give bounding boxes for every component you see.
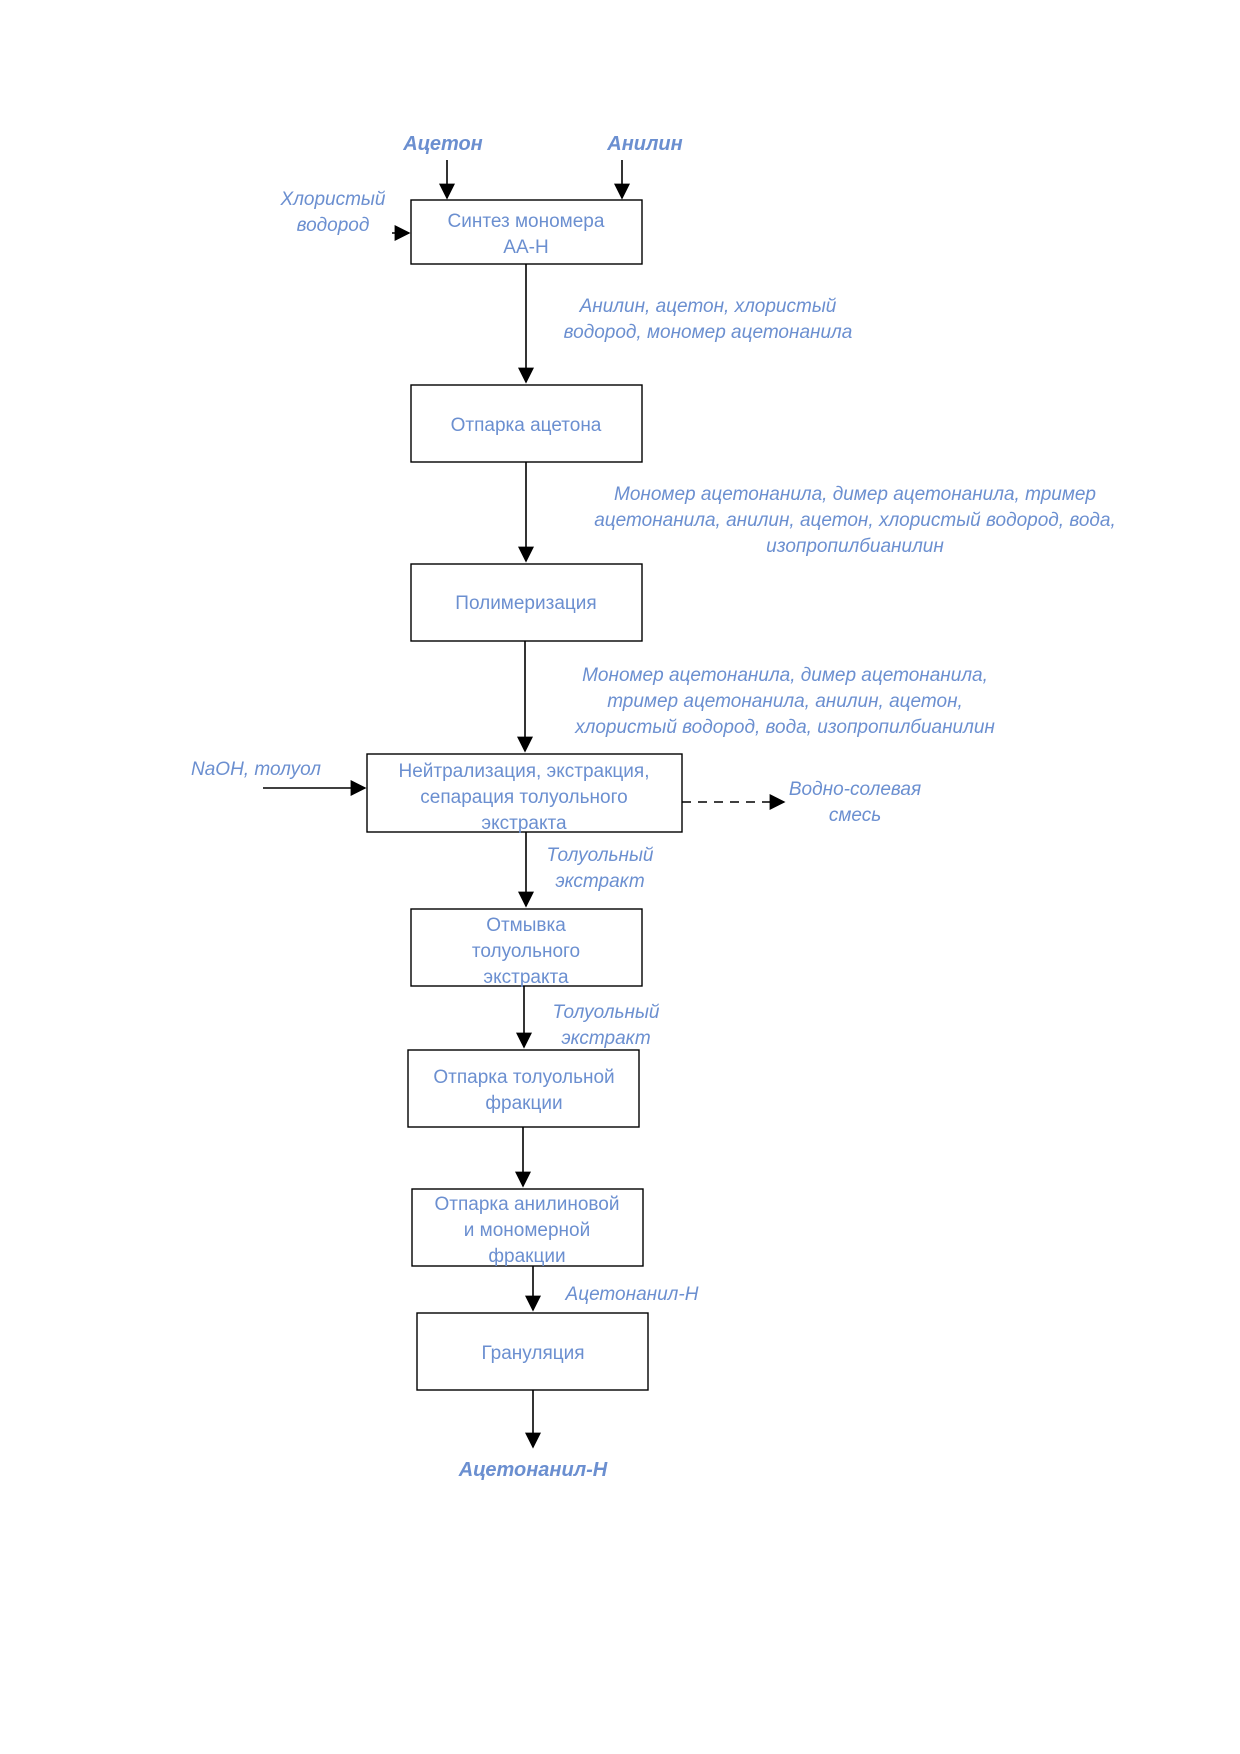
step-toluene-stripping-box (407, 1049, 640, 1128)
text-line: Ацетонанил-Н (458, 1459, 608, 1481)
text-line: экстракт (555, 871, 644, 892)
text-line: Нейтрализация, экстракция, (399, 761, 650, 782)
text-line: экстракта (481, 813, 567, 834)
text-line: NaOH, толуол (191, 759, 321, 780)
text-line: изопропилбианилин (766, 536, 944, 557)
text-line: водород, мономер ацетонанила (564, 322, 853, 343)
text-line: толуольного (472, 941, 580, 962)
flow-after-synthesis-label: Анилин, ацетон, хлористый водород, мономе… (564, 296, 853, 343)
flow-after-stripping-label: Мономер ацетонанила, димер ацетонанила, … (594, 484, 1116, 557)
text-line: Ацетонанил-Н (565, 1284, 699, 1305)
flow-after-aniline-stripping-label: Ацетонанил-Н (565, 1284, 699, 1305)
text-line: АА-Н (503, 237, 548, 258)
text-line: Толуольный (547, 845, 654, 866)
input-acetone-label: Ацетон (402, 133, 483, 155)
text-line: экстракта (483, 967, 569, 988)
text-line: тример ацетонанила, анилин, ацетон, (607, 691, 963, 712)
text-line: Отпарка толуольной (433, 1067, 614, 1088)
text-line: Анилин (606, 133, 682, 155)
step-granulation-box (416, 1312, 649, 1391)
text-line: фракции (485, 1093, 562, 1114)
text-line: Полимеризация (455, 593, 596, 614)
input-hydrogen-chloride-label: Хлористый водород (280, 189, 386, 236)
text-line: Грануляция (481, 1343, 584, 1364)
output-salt-water-label: Водно-солевая смесь (789, 779, 921, 826)
step-acetone-stripping-label: Отпарка ацетона (451, 415, 602, 436)
text-line: и мономерной (464, 1220, 590, 1241)
output-product-label: Ацетонанил-Н (458, 1459, 608, 1481)
input-naoh-toluene-label: NaOH, толуол (191, 759, 321, 780)
flow-after-polymerization-label: Мономер ацетонанила, димер ацетонанила, т… (574, 665, 995, 738)
step-polymerization-label: Полимеризация (455, 593, 596, 614)
step-polymerization-box (410, 563, 643, 642)
text-line: Водно-солевая (789, 779, 921, 800)
text-line: Отпарка ацетона (451, 415, 602, 436)
step-aniline-stripping-label: Отпарка анилиновой и мономерной фракции (435, 1194, 620, 1267)
text-line: водород (297, 215, 370, 236)
text-line: фракции (488, 1246, 565, 1267)
text-line: Мономер ацетонанила, димер ацетонанила, (582, 665, 988, 686)
text-line: Отмывка (486, 915, 566, 936)
text-line: хлористый водород, вода, изопропилбианил… (574, 717, 995, 738)
step-synthesis-box (410, 199, 643, 265)
text-line: Толуольный (553, 1002, 660, 1023)
step-aniline-stripping-box (411, 1188, 644, 1267)
text-line: Мономер ацетонанила, димер ацетонанила, … (614, 484, 1096, 505)
text-line: сепарация толуольного (420, 787, 627, 808)
input-aniline-label: Анилин (606, 133, 682, 155)
text-line: ацетонанила, анилин, ацетон, хлористый в… (594, 510, 1116, 531)
text-line: Отпарка анилиновой (435, 1194, 620, 1215)
text-line: Хлористый (280, 189, 386, 210)
step-toluene-stripping-label: Отпарка толуольной фракции (433, 1067, 614, 1114)
step-neutralization-box (366, 753, 683, 833)
flow-after-neutralization-label: Толуольный экстракт (547, 845, 654, 892)
step-granulation-label: Грануляция (481, 1343, 584, 1364)
text-line: Синтез мономера (448, 211, 605, 232)
step-washing-box (410, 908, 643, 987)
text-line: Анилин, ацетон, хлористый (579, 296, 837, 317)
text-line: Ацетон (402, 133, 483, 155)
step-acetone-stripping-box (410, 384, 643, 463)
flow-after-washing-label: Толуольный экстракт (553, 1002, 660, 1049)
step-washing-label: Отмывка толуольного экстракта (472, 915, 580, 988)
text-line: экстракт (561, 1028, 650, 1049)
text-line: смесь (829, 805, 881, 826)
step-neutralization-label: Нейтрализация, экстракция, сепарация толу… (399, 761, 650, 834)
